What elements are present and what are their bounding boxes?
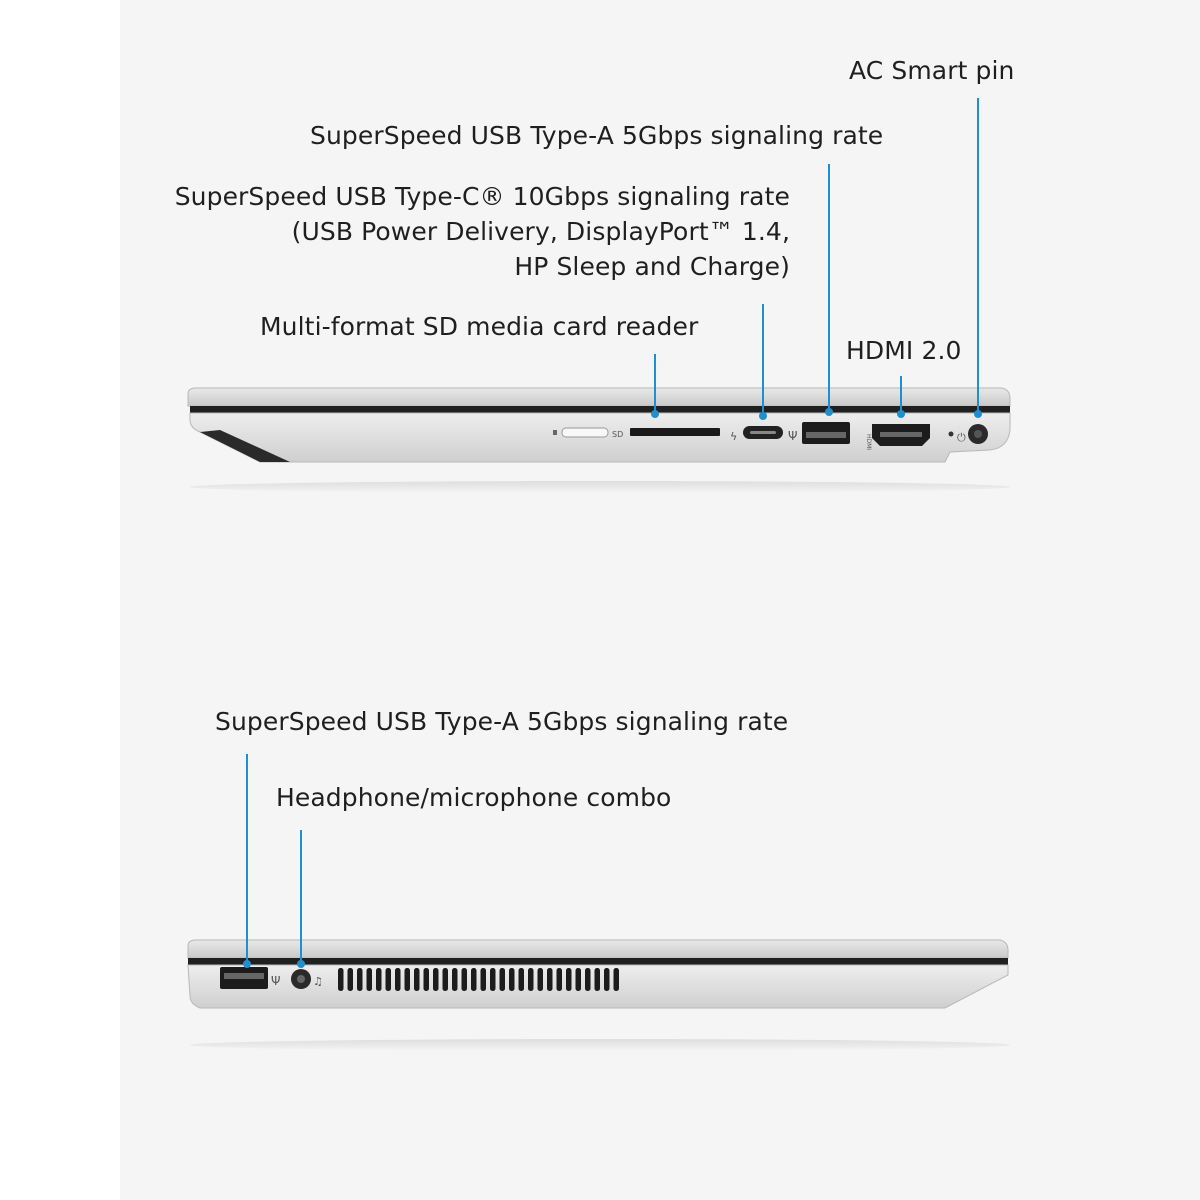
vent-slot bbox=[357, 968, 363, 991]
usb-c-thunder-icon: ϟ bbox=[730, 430, 737, 443]
leader-usb-a-right bbox=[828, 164, 830, 412]
vent-slot bbox=[585, 968, 591, 991]
vent-grille bbox=[338, 968, 619, 991]
vent-slot bbox=[499, 968, 505, 991]
laptop-right-side: SD ϟ Ψ HDMI ⏻ bbox=[187, 387, 1011, 493]
label-usb-c-line3: HP Sleep and Charge) bbox=[514, 252, 790, 281]
sd-slot bbox=[630, 428, 720, 436]
leader-usb-c bbox=[762, 304, 764, 416]
label-usb-a-right: SuperSpeed USB Type-A 5Gbps signaling ra… bbox=[310, 121, 884, 150]
sd-lock-icon bbox=[553, 430, 557, 435]
leader-dot-usb-c bbox=[759, 412, 767, 420]
vent-slot bbox=[442, 968, 448, 991]
vent-slot bbox=[566, 968, 572, 991]
vent-slot bbox=[414, 968, 420, 991]
label-usb-c-line2: (USB Power Delivery, DisplayPort™ 1.4, bbox=[291, 217, 790, 246]
label-usb-a-left: SuperSpeed USB Type-A 5Gbps signaling ra… bbox=[215, 707, 789, 736]
leader-dot-usb-a-left bbox=[243, 960, 251, 968]
vent-slot bbox=[433, 968, 439, 991]
leader-usb-a-left bbox=[246, 754, 248, 964]
leader-dot-sd-reader bbox=[651, 410, 659, 418]
leader-dot-usb-a-right bbox=[825, 408, 833, 416]
leader-headphone bbox=[300, 830, 302, 964]
power-icon: ⏻ bbox=[957, 431, 966, 444]
vent-slot bbox=[547, 968, 553, 991]
vent-slot bbox=[613, 968, 619, 991]
leader-dot-headphone bbox=[297, 960, 305, 968]
vent-slot bbox=[376, 968, 382, 991]
vent-slot bbox=[528, 968, 534, 991]
vent-slot bbox=[461, 968, 467, 991]
vent-slot bbox=[537, 968, 543, 991]
vent-slot bbox=[490, 968, 496, 991]
vent-slot bbox=[594, 968, 600, 991]
vent-slot bbox=[347, 968, 353, 991]
vent-slot bbox=[366, 968, 372, 991]
leader-dot-hdmi bbox=[897, 410, 905, 418]
leader-sd-reader bbox=[654, 354, 656, 414]
vent-slot bbox=[575, 968, 581, 991]
hdmi-mark: HDMI bbox=[865, 434, 872, 450]
vent-slot bbox=[338, 968, 344, 991]
vent-slot bbox=[471, 968, 477, 991]
leader-dot-ac-smart-pin bbox=[974, 410, 982, 418]
vent-slot bbox=[404, 968, 410, 991]
vent-slot bbox=[509, 968, 515, 991]
label-ac-smart-pin: AC Smart pin bbox=[849, 56, 1015, 85]
leader-ac-smart-pin bbox=[977, 98, 979, 414]
vent-slot bbox=[423, 968, 429, 991]
label-headphone: Headphone/microphone combo bbox=[276, 783, 672, 812]
label-hdmi: HDMI 2.0 bbox=[846, 336, 962, 365]
usb-icon: Ψ bbox=[788, 429, 797, 443]
vent-slot bbox=[604, 968, 610, 991]
vent-slot bbox=[395, 968, 401, 991]
laptop-left-side: Ψ ♫ bbox=[187, 939, 1010, 1051]
vent-slot bbox=[385, 968, 391, 991]
vent-slot bbox=[480, 968, 486, 991]
headphone-icon: ♫ bbox=[313, 975, 323, 988]
label-usb-c-line1: SuperSpeed USB Type-C® 10Gbps signaling … bbox=[174, 182, 790, 211]
usb-icon: Ψ bbox=[271, 974, 280, 988]
sd-mark: SD bbox=[612, 430, 623, 439]
vent-slot bbox=[452, 968, 458, 991]
vent-slot bbox=[556, 968, 562, 991]
label-sd-reader: Multi-format SD media card reader bbox=[260, 312, 699, 341]
vent-slot bbox=[518, 968, 524, 991]
leader-hdmi bbox=[900, 376, 902, 414]
